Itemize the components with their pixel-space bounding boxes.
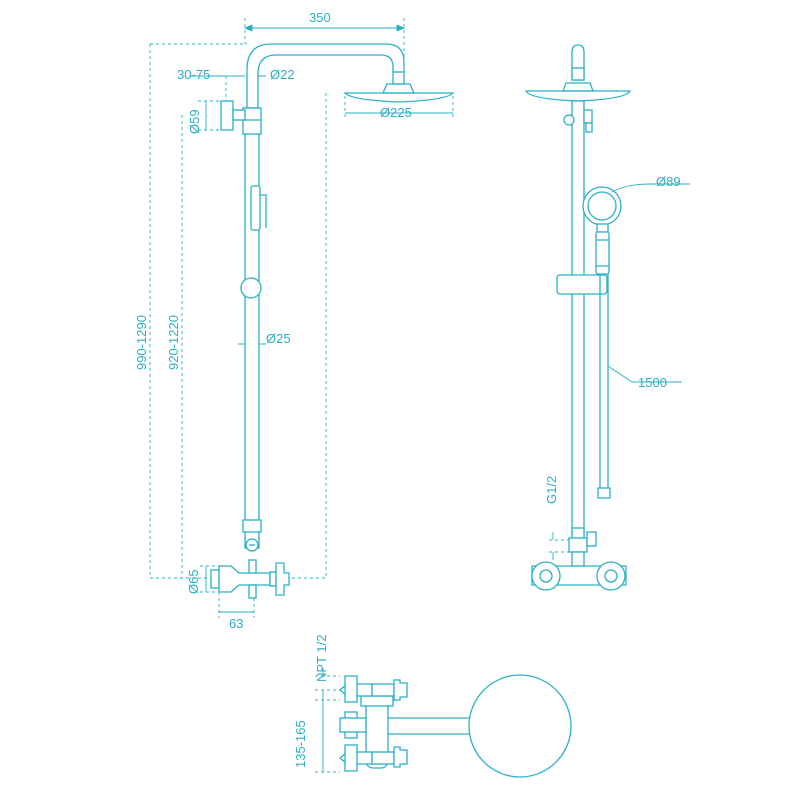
shower-head xyxy=(343,92,455,103)
shower-hose xyxy=(599,274,609,492)
label-outlet-thread: G1/2 xyxy=(544,476,559,504)
label-head-diameter: Ø225 xyxy=(380,105,412,120)
hand-shower-handle xyxy=(595,231,610,275)
label-wall-offset: 30-75 xyxy=(177,67,210,82)
thermostatic-mixer xyxy=(218,565,271,593)
front-view: 350 30-75 Ø22 Ø225 Ø59 990-1290 920-1220… xyxy=(134,10,455,631)
label-inlet-spacing: 135-165 xyxy=(293,720,308,768)
label-arm-diameter: Ø22 xyxy=(270,67,295,82)
side-shower-head xyxy=(524,90,632,102)
label-arm-width: 350 xyxy=(309,10,331,25)
label-mixer-depth: 63 xyxy=(229,616,243,631)
hand-shower-profile xyxy=(250,185,261,231)
hand-shower-head xyxy=(582,186,622,226)
shower-head-connector xyxy=(392,71,405,85)
label-mixer-diameter: Ø65 xyxy=(186,569,201,594)
side-view: G1/2 Ø89 1500 xyxy=(524,44,690,591)
overhead-arm xyxy=(246,43,405,200)
label-hose-length: 1500 xyxy=(638,375,667,390)
label-bracket-diameter: Ø59 xyxy=(187,109,202,134)
label-hand-shower-diameter: Ø89 xyxy=(656,174,681,189)
side-column-pipe xyxy=(571,100,585,542)
side-slider-holder xyxy=(556,274,608,295)
label-rail-diameter: Ø25 xyxy=(266,331,291,346)
top-shower-head xyxy=(468,674,572,778)
label-column-height: 920-1220 xyxy=(166,315,181,370)
shower-column-pipe xyxy=(244,107,260,549)
wall-bracket xyxy=(220,100,234,131)
label-inlet-thread: NPT 1/2 xyxy=(314,635,329,682)
cross-handle-icon xyxy=(275,562,290,596)
top-view: NPT 1/2 135-165 xyxy=(293,635,572,778)
slider-knob xyxy=(240,277,262,299)
label-total-height: 990-1290 xyxy=(134,315,149,370)
